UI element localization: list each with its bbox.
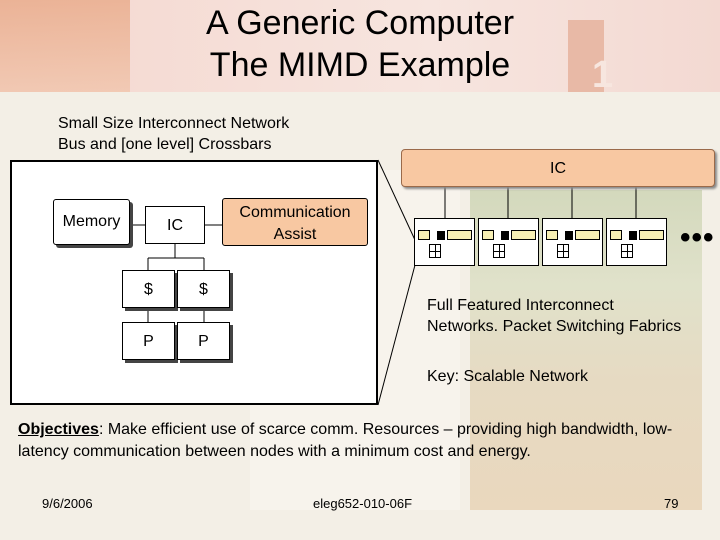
network-node-1 — [414, 218, 475, 266]
network-ic-label: IC — [550, 160, 566, 177]
node-comm-assist — [639, 230, 664, 240]
title-line-1: A Generic Computer — [205, 4, 515, 42]
cache-label-1: $ — [144, 281, 153, 298]
network-node-2 — [478, 218, 539, 266]
network-node-3 — [542, 218, 603, 266]
node-comm-assist — [511, 230, 536, 240]
processor-block-1: P — [122, 322, 175, 360]
node-ic-label: IC — [167, 217, 183, 234]
cache-block-2: $ — [177, 270, 230, 308]
node-link — [565, 231, 573, 240]
full-featured-line-2: Networks. Packet Switching Fabrics — [427, 318, 682, 335]
objectives-paragraph: Objectives: Make efficient use of scarce… — [18, 419, 708, 463]
full-featured-line-1: Full Featured Interconnect — [427, 297, 614, 314]
node-memory-icon — [557, 244, 569, 258]
processor-label-1: P — [143, 333, 154, 350]
node-memory-icon — [429, 244, 441, 258]
node-ic-block: IC — [145, 206, 205, 244]
slide-title: A Generic Computer The MIMD Example — [0, 2, 720, 86]
node-memory-icon — [493, 244, 505, 258]
processor-label-2: P — [198, 333, 209, 350]
title-line-2: The MIMD Example — [209, 46, 511, 84]
subtitle: Small Size Interconnect Network Bus and … — [58, 113, 289, 155]
communication-assist-block: Communication Assist — [222, 198, 368, 246]
node-processor — [482, 230, 494, 240]
objectives-label: Objectives — [18, 421, 99, 438]
cache-label-2: $ — [199, 281, 208, 298]
more-nodes-ellipsis: ••• — [680, 221, 715, 254]
node-comm-assist — [575, 230, 600, 240]
node-memory-icon — [621, 244, 633, 258]
footer-page-number: 79 — [664, 496, 679, 511]
node-comm-assist — [447, 230, 472, 240]
node-processor — [610, 230, 622, 240]
subtitle-line-1: Small Size Interconnect Network — [58, 115, 290, 132]
network-node-4 — [606, 218, 667, 266]
objectives-text: : Make efficient use of scarce comm. Res… — [18, 421, 673, 460]
memory-label: Memory — [62, 213, 121, 230]
comm-assist-line-1: Communication — [239, 204, 351, 221]
subtitle-line-2: Bus and [one level] Crossbars — [58, 136, 272, 153]
background-book-left — [0, 0, 130, 92]
memory-block: Memory — [53, 199, 130, 245]
node-link — [437, 231, 445, 240]
node-link — [501, 231, 509, 240]
background-book-right — [568, 20, 604, 92]
background-book-number: 1 — [592, 54, 614, 96]
network-ic-bar: IC — [401, 149, 715, 187]
processor-block-2: P — [177, 322, 230, 360]
key-caption: Key: Scalable Network — [427, 368, 588, 385]
full-featured-caption: Full Featured Interconnect Networks. Pac… — [427, 295, 681, 337]
node-processor — [418, 230, 430, 240]
comm-assist-line-2: Assist — [273, 226, 317, 243]
footer-course: eleg652-010-06F — [313, 496, 413, 511]
node-processor — [546, 230, 558, 240]
footer-date: 9/6/2006 — [42, 496, 93, 511]
node-link — [629, 231, 637, 240]
cache-block-1: $ — [122, 270, 175, 308]
